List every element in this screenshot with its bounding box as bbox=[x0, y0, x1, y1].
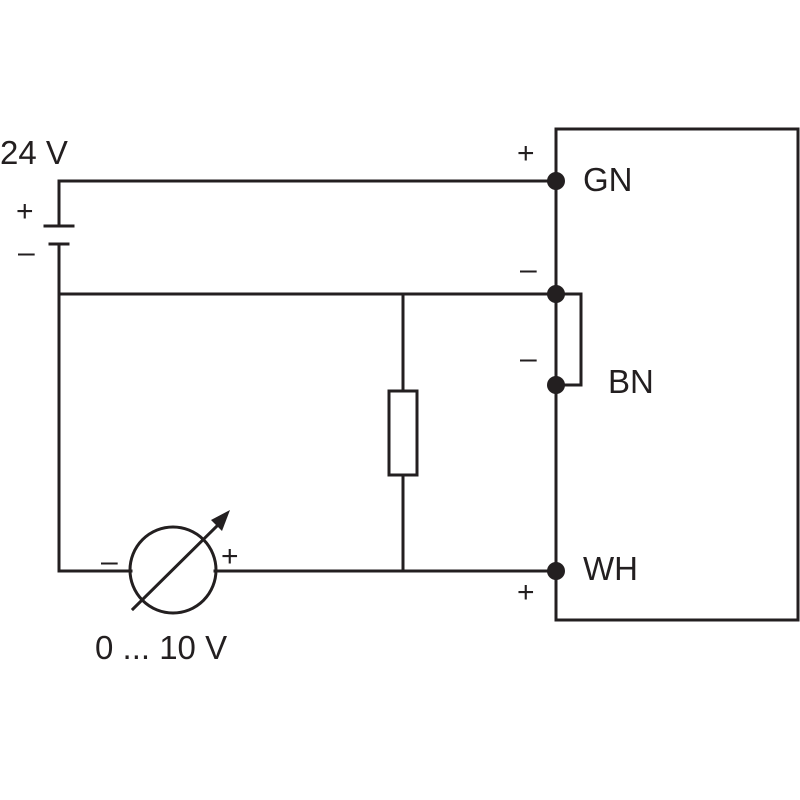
gn-terminal-label: GN bbox=[583, 161, 633, 198]
supply-positive-wire bbox=[57, 179, 558, 226]
junction-dot-icon bbox=[547, 172, 565, 190]
battery-plus-sign: + bbox=[16, 195, 34, 228]
junction-dot-icon bbox=[547, 285, 565, 303]
junction-dot-icon bbox=[547, 562, 565, 580]
supply-voltage-label: 24 V bbox=[0, 134, 68, 171]
meter-range-label: 0 ... 10 V bbox=[95, 629, 227, 666]
battery-minus-sign: – bbox=[18, 236, 35, 269]
bn-terminal-label: BN bbox=[608, 363, 654, 400]
meter-adjust-arrow-head bbox=[211, 510, 230, 531]
gn-polarity-sign: + bbox=[517, 137, 535, 170]
bn-lower-polarity-sign: – bbox=[520, 342, 537, 375]
junction-dot-icon bbox=[547, 376, 565, 394]
wh-polarity-sign: + bbox=[517, 576, 535, 609]
resistor-icon bbox=[387, 389, 419, 477]
wh-terminal-label: WH bbox=[583, 550, 638, 587]
supply-negative-wire bbox=[57, 244, 133, 573]
meter-plus-sign: + bbox=[221, 540, 239, 573]
adjustable-voltmeter-icon bbox=[128, 510, 230, 615]
device-housing bbox=[554, 127, 800, 622]
meter-minus-sign: – bbox=[101, 545, 118, 578]
meter-circle bbox=[128, 525, 218, 615]
bn-bridge-wire bbox=[554, 292, 583, 387]
battery-icon bbox=[43, 224, 75, 246]
meter-adjust-arrow-shaft bbox=[130, 520, 223, 612]
bn-upper-polarity-sign: – bbox=[520, 253, 537, 286]
